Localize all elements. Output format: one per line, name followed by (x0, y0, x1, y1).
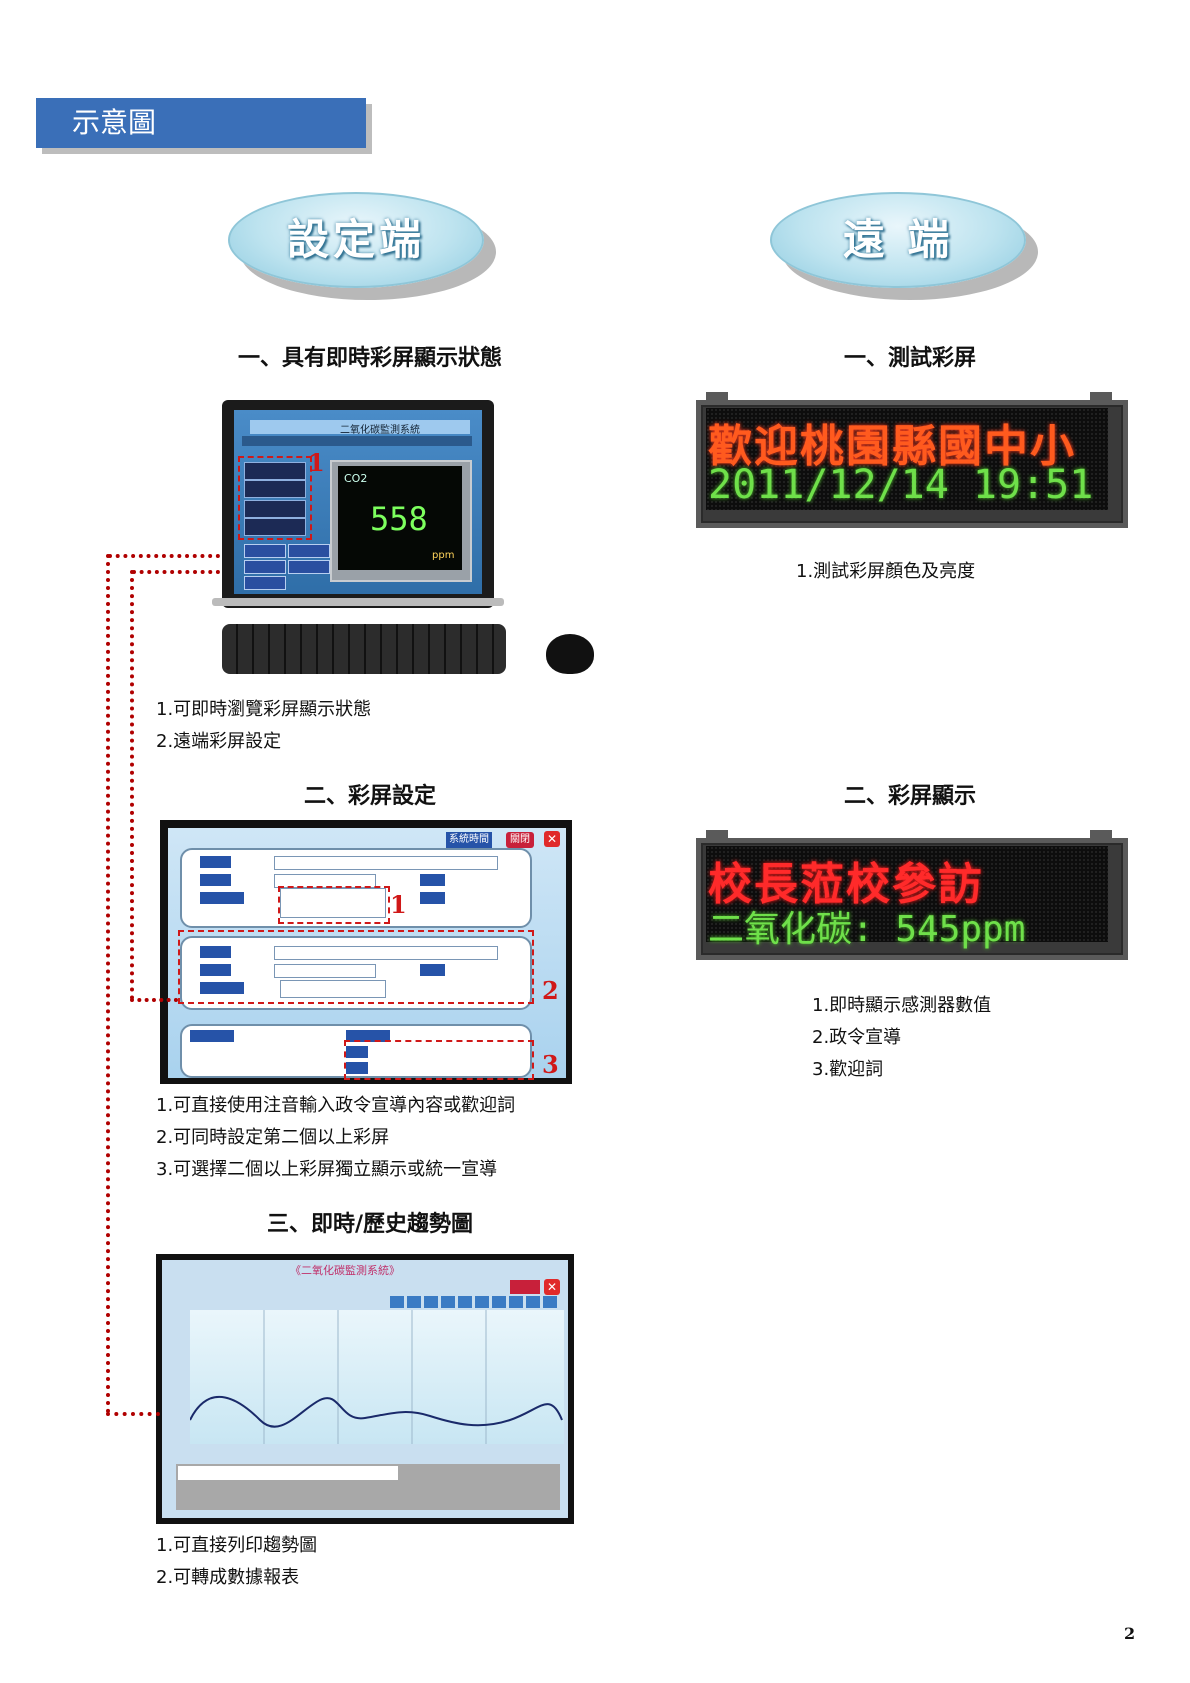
trend-close-icon: ✕ (544, 1279, 560, 1295)
connector-line-outer-top (108, 554, 220, 558)
trend-close-button (510, 1280, 540, 1294)
monitor-stand (212, 598, 504, 606)
settings-p1-label-4 (200, 892, 245, 904)
mouse-image (546, 634, 594, 674)
settings-close-button: 關閉 (506, 832, 534, 848)
settings-p2-label-2 (200, 964, 232, 976)
settings-marker-2: 2 (542, 976, 559, 1005)
settings-p2-label-1 (200, 946, 232, 958)
section-header-tab: 示意圖 (36, 98, 366, 148)
monitor-sensor-box-2 (244, 480, 306, 498)
settings-p3-label-3 (346, 1046, 368, 1058)
led2-line2: 二氧化碳: 545ppm (708, 909, 1026, 950)
left-section-3-item-2: 2.可轉成數據報表 (156, 1567, 300, 1588)
left-section-3-title: 三、即時/歷史趨勢圖 (266, 1212, 474, 1237)
settings-p2-field-2 (274, 964, 376, 978)
settings-marker-3: 3 (542, 1050, 559, 1079)
connector-line-inner-top (132, 570, 220, 574)
co2-unit: ppm (432, 550, 455, 561)
monitor-status-bar (242, 436, 472, 446)
right-section-2-item-2: 2.政令宣導 (812, 1027, 902, 1048)
connector-line-inner-vertical (130, 570, 134, 1000)
trend-window-title: 《二氧化碳監測系統》 (290, 1264, 400, 1277)
right-section-2-item-1: 1.即時顯示感測器數值 (812, 995, 992, 1016)
monitor-btn-5 (244, 576, 286, 590)
co2-display-screen (338, 466, 462, 570)
settings-systime-button: 系統時間 (446, 832, 492, 848)
settings-highlight-1 (278, 886, 390, 924)
led-sign-display-screen (706, 846, 1108, 942)
settings-p3-label-1 (190, 1030, 235, 1042)
settings-side-oval: 設定端 (228, 192, 484, 288)
settings-marker-1: 1 (390, 890, 407, 919)
trend-line-chart (190, 1310, 563, 1444)
trend-toolbar (390, 1296, 558, 1308)
right-section-2-item-3: 3.歡迎詞 (812, 1059, 884, 1080)
left-section-1-item-1: 1.可即時瀏覽彩屏顯示狀態 (156, 699, 372, 720)
right-section-1-title: 一、測試彩屏 (843, 346, 976, 371)
close-icon: ✕ (544, 831, 560, 847)
settings-highlight-3 (344, 1040, 534, 1080)
right-section-2-title: 二、彩屏顯示 (843, 784, 976, 809)
co2-label: CO2 (344, 472, 368, 485)
settings-p1-label-1 (200, 856, 232, 868)
left-section-2-item-2: 2.可同時設定第二個以上彩屏 (156, 1127, 390, 1148)
left-section-2-item-3: 3.可選擇二個以上彩屏獨立顯示或統一宣導 (156, 1159, 498, 1180)
connector-line-outer-bottom (106, 1412, 160, 1416)
connector-line-inner-bottom (130, 998, 178, 1002)
led1-line1: 歡迎桃園縣國中小 (708, 421, 1076, 472)
trend-series-line (190, 1396, 563, 1428)
monitor-sensor-box-3 (244, 500, 306, 518)
section-header-title: 示意圖 (72, 106, 157, 139)
led-sign-test-screen (706, 408, 1108, 510)
settings-p1-field-1 (274, 856, 498, 870)
settings-p2-label-4 (200, 982, 245, 994)
left-section-3-item-1: 1.可直接列印趨勢圖 (156, 1535, 318, 1556)
left-section-2-title: 二、彩屏設定 (303, 784, 436, 809)
monitor-sensor-box-1 (244, 462, 306, 480)
remote-side-label: 遠 端 (842, 215, 954, 264)
right-section-1-item-1: 1.測試彩屏顏色及亮度 (796, 561, 976, 582)
monitor-highlight-box (238, 456, 312, 540)
monitor-btn-4 (288, 560, 330, 574)
settings-p1-textarea (280, 888, 386, 918)
left-section-1-title: 一、具有即時彩屏顯示狀態 (237, 346, 502, 371)
keyboard-image (222, 624, 506, 674)
settings-p1-label-5 (420, 892, 446, 904)
connector-line-outer-vertical (106, 554, 110, 1414)
settings-p2-field-1 (274, 946, 498, 960)
left-section-1-item-2: 2.遠端彩屏設定 (156, 731, 282, 752)
monitor-marker-number: 1 (308, 448, 325, 477)
led1-bracket-left (706, 392, 728, 402)
led2-line1: 校長蒞校參訪 (708, 859, 984, 910)
settings-p1-label-2 (200, 874, 232, 886)
trend-table-row (178, 1466, 398, 1480)
monitor-window-title: 二氧化碳監測系統 (340, 425, 420, 436)
co2-value: 558 (370, 500, 428, 538)
settings-p3-label-4 (346, 1062, 368, 1074)
led1-bracket-right (1090, 392, 1112, 402)
settings-highlight-2 (178, 930, 534, 1004)
monitor-btn-1 (244, 544, 286, 558)
settings-p2-textarea (280, 980, 386, 998)
settings-side-label: 設定端 (286, 215, 425, 264)
monitor-btn-3 (244, 560, 286, 574)
settings-p2-label-3 (420, 964, 446, 976)
led1-line2: 2011/12/14 19:51 (708, 462, 1094, 508)
remote-side-oval: 遠 端 (770, 192, 1026, 288)
monitor-btn-2 (288, 544, 330, 558)
led2-bracket-right (1090, 830, 1112, 840)
settings-p3-label-2 (346, 1030, 391, 1042)
monitor-sensor-box-4 (244, 518, 306, 536)
left-section-2-item-1: 1.可直接使用注音輸入政令宣導內容或歡迎詞 (156, 1095, 516, 1116)
monitor-window-titlebar (250, 420, 470, 434)
settings-p1-label-3 (420, 874, 446, 886)
led2-bracket-left (706, 830, 728, 840)
page-number: 2 (1124, 1624, 1136, 1643)
